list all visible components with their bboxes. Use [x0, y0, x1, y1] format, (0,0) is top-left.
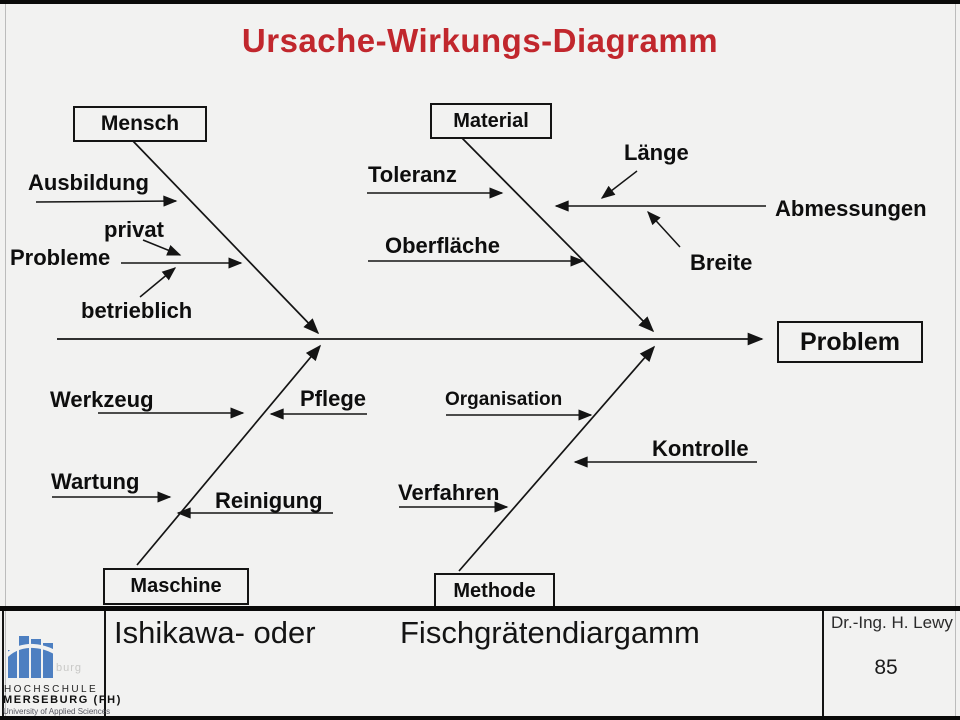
logo-cell-right-border [104, 611, 106, 716]
cause-label-betrieblich: betrieblich [81, 298, 193, 323]
author-cell-border [822, 611, 824, 716]
laenge-arrow [600, 170, 638, 199]
category-box-mensch: Mensch [73, 106, 207, 142]
logo-bar [31, 639, 41, 678]
footer-subtitle-left: Ishikawa- oder [114, 615, 316, 650]
betrieblich-arrow [139, 267, 177, 298]
maschine-bone [136, 344, 322, 566]
category-box-maschine: Maschine [103, 568, 249, 605]
footer-subtitle-right: Fischgrätendiargamm [400, 615, 700, 650]
logo-bar [19, 636, 29, 678]
cause-label-kontrolle: Kontrolle [652, 436, 749, 461]
logo-text-university: University of Applied Sciences [3, 707, 111, 716]
logo-bar [8, 650, 17, 678]
cause-label-probleme: Probleme [10, 245, 111, 270]
cause-label-pflege: Pflege [300, 386, 367, 411]
cause-label-verfahren: Verfahren [398, 480, 500, 505]
category-box-methode: Methode [434, 573, 555, 610]
footer-author: Dr.-Ing. H. Lewy [831, 613, 953, 632]
footer-page-number: 85 [874, 656, 898, 679]
cause-label-organisation: Organisation [445, 389, 563, 410]
cause-label-breite: Breite [690, 250, 753, 275]
slide-title: Ursache-Wirkungs-Diagramm [241, 22, 719, 59]
cause-label-reinigung: Reinigung [215, 488, 323, 513]
cause-label-wartung: Wartung [51, 469, 140, 494]
cause-label-laenge: Länge [624, 140, 689, 165]
ausbildung-arrow [35, 195, 178, 207]
cause-label-abmessungen: Abmessungen [775, 196, 927, 221]
logo-text-hochschule: HOCHSCHULE [4, 684, 99, 695]
logo-bar [43, 643, 53, 678]
slide-bottom-border [0, 716, 960, 720]
hochschule-merseburg-logo [8, 636, 70, 678]
logo-cell-left-border [2, 611, 4, 716]
slide-right-border [955, 4, 956, 716]
logo-text-merseburg: MERSEBURG (FH) [3, 694, 122, 706]
category-box-material: Material [430, 103, 552, 139]
footer-divider-line [0, 606, 960, 611]
effect-box-problem: Problem [777, 321, 923, 363]
logo-watermark-text: burg [56, 662, 83, 674]
cause-label-oberflaeche: Oberfläche [385, 233, 500, 258]
methode-bone [458, 345, 656, 572]
breite-arrow [647, 210, 681, 248]
cause-label-ausbildung: Ausbildung [28, 170, 149, 195]
cause-label-privat: privat [104, 217, 164, 242]
privat-arrow [142, 239, 182, 256]
slide-left-border [5, 4, 6, 716]
slide-top-border [0, 0, 960, 4]
cause-label-toleranz: Toleranz [368, 162, 457, 187]
cause-label-werkzeug: Werkzeug [50, 387, 154, 412]
